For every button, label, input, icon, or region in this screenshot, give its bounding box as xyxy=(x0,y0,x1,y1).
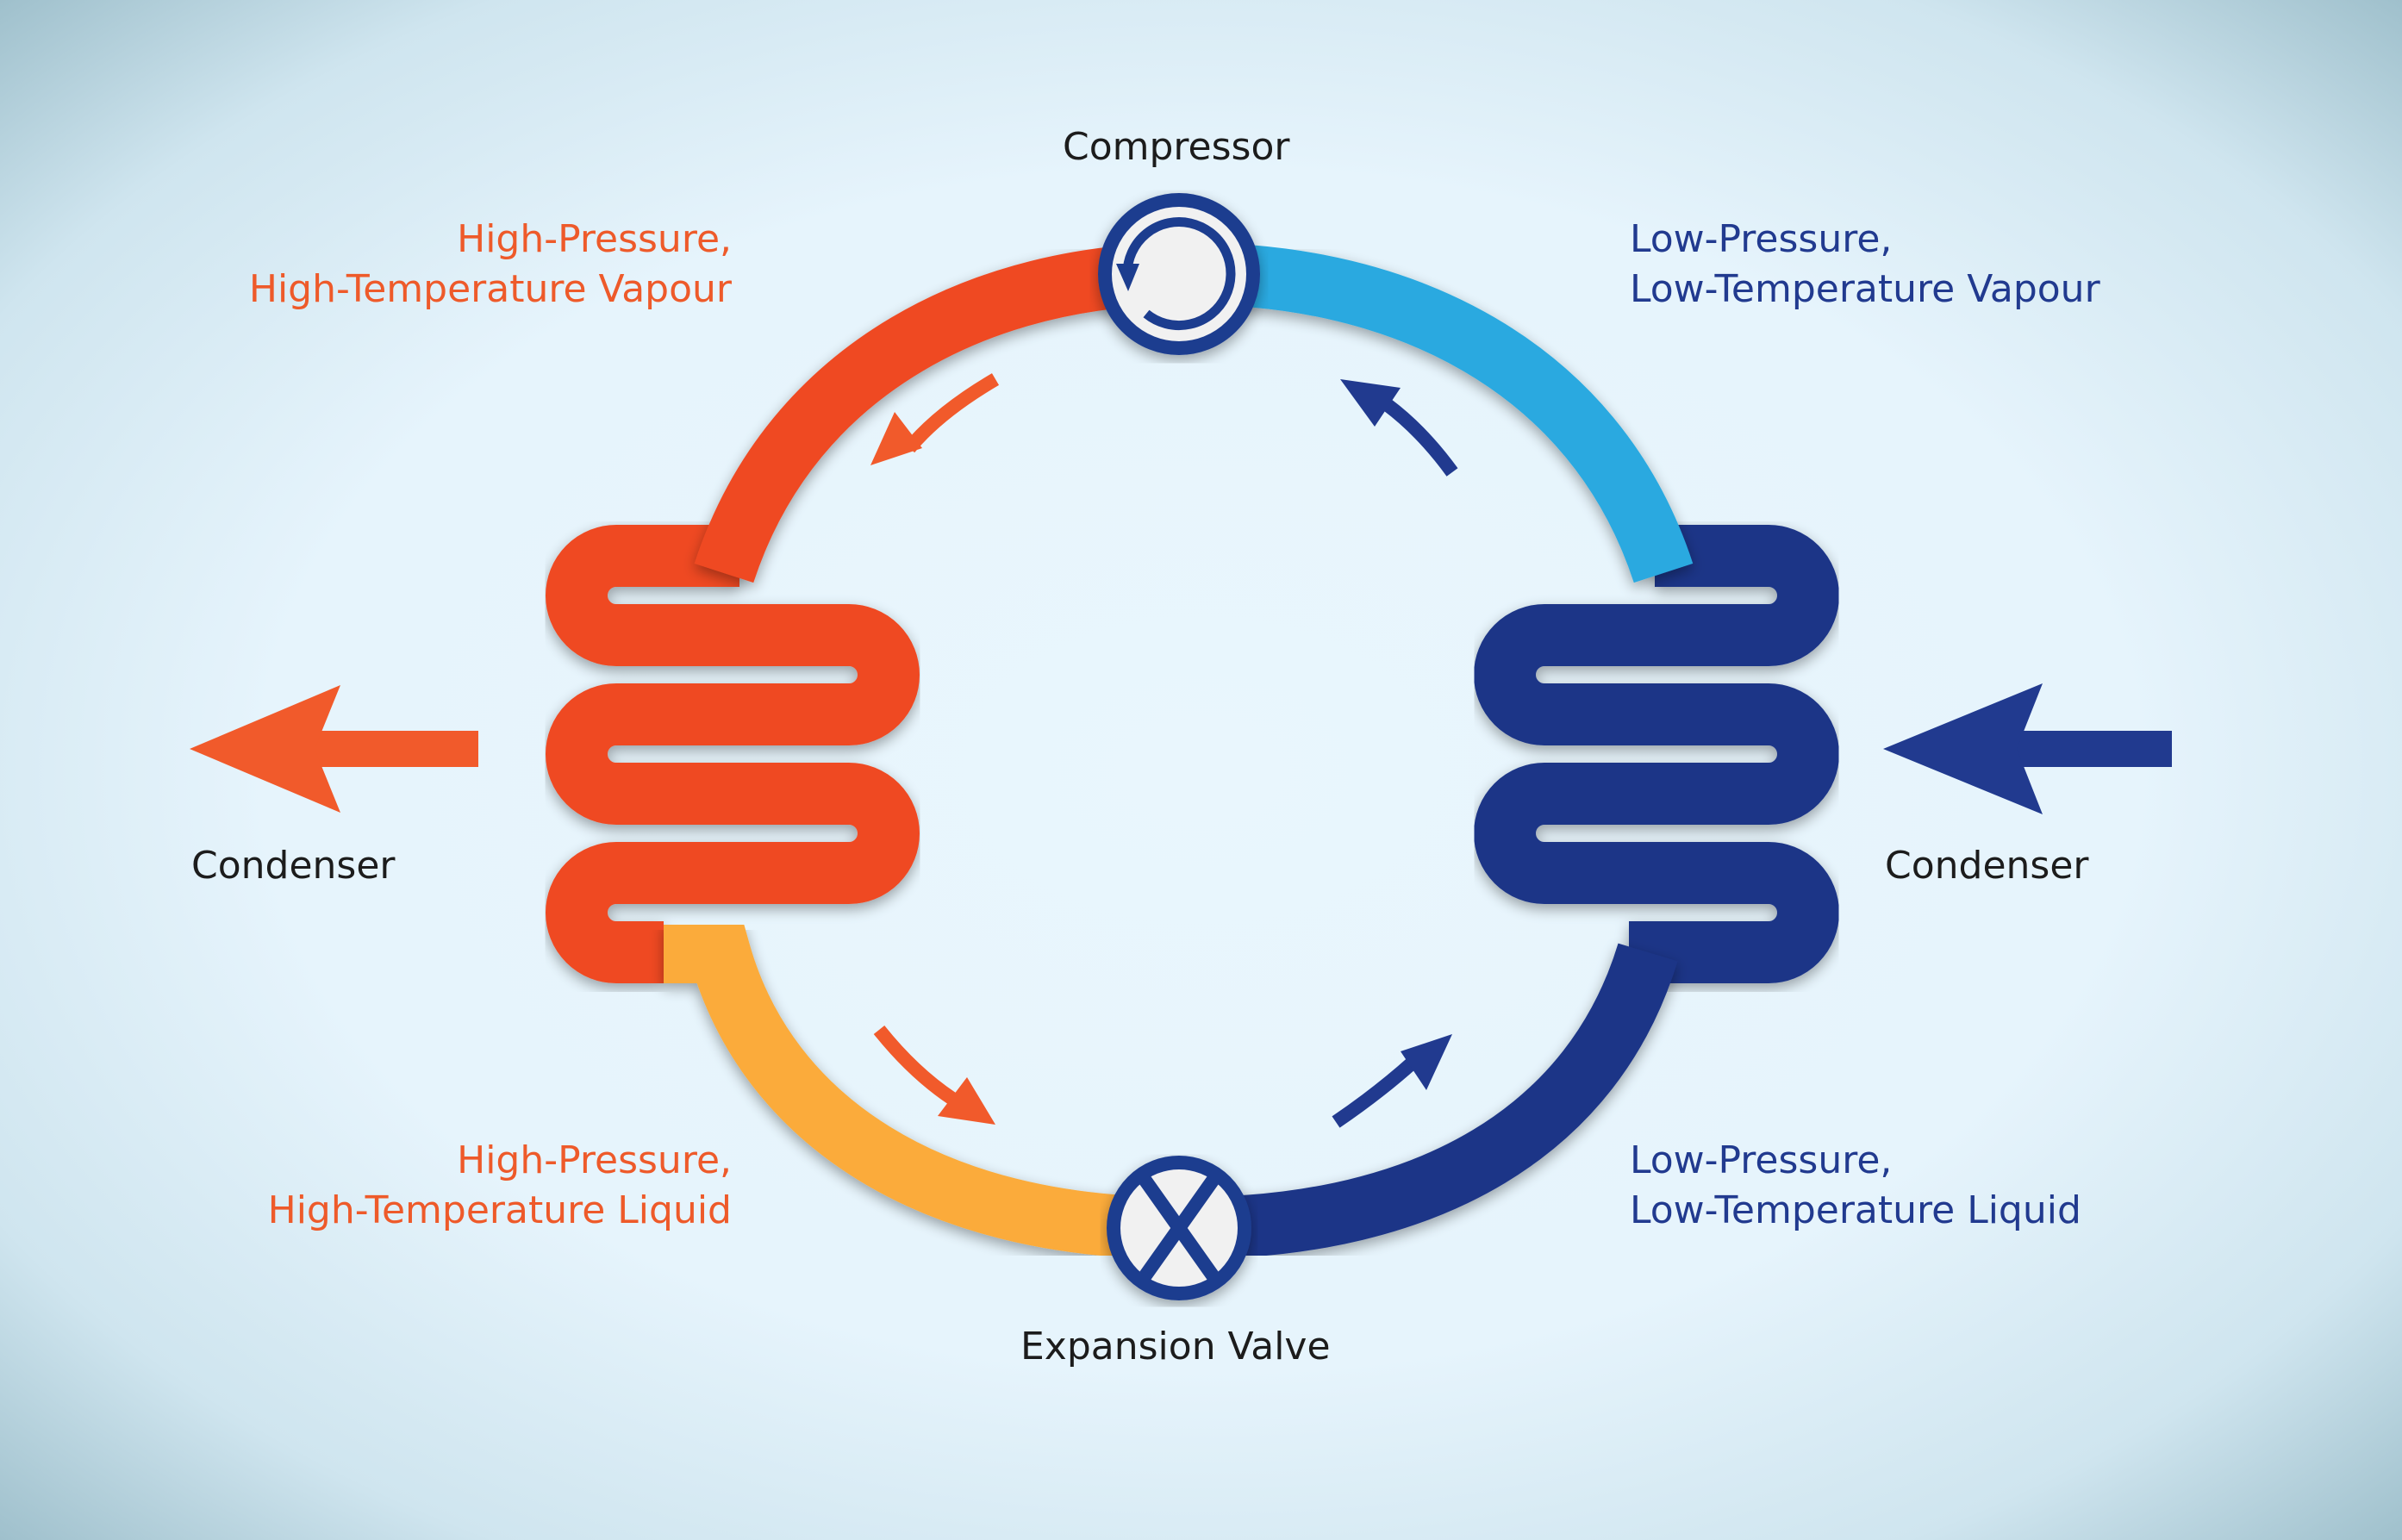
flow-arrow-cold-top xyxy=(1340,379,1458,477)
label-line: Low-Temperature Vapour xyxy=(1630,267,2100,311)
label-line: High-Temperature Liquid xyxy=(267,1188,732,1232)
label-line: High-Pressure, xyxy=(457,1138,732,1182)
flow-arrow-hot-bottom xyxy=(873,1026,995,1125)
pipe-hot-vapour xyxy=(694,243,1180,583)
right-coil-cold xyxy=(1474,525,1839,983)
label-lp-lt-liquid: Low-Pressure, Low-Temperature Liquid xyxy=(1630,1136,2081,1236)
pipe-cold-vapour xyxy=(1197,243,1694,583)
pipe-hot-liquid xyxy=(664,921,1177,1259)
pipe-cold-liquid xyxy=(1189,943,1678,1259)
left-coil-hot-vapour xyxy=(546,525,920,983)
label-line: High-Temperature Vapour xyxy=(248,267,732,311)
expansion-valve xyxy=(1107,1156,1251,1300)
condenser-right-label: Condenser xyxy=(1885,844,2089,888)
compressor xyxy=(1098,193,1260,355)
heat-in-arrow xyxy=(1883,683,2172,814)
label-lp-lt-vapour: Low-Pressure, Low-Temperature Vapour xyxy=(1630,215,2100,315)
label-hp-ht-vapour: High-Pressure, High-Temperature Vapour xyxy=(249,215,732,315)
label-line: Low-Pressure, xyxy=(1630,217,1893,261)
label-line: Low-Temperature Liquid xyxy=(1630,1188,2081,1232)
x-cross-icon xyxy=(1133,1168,1225,1288)
label-line: Low-Pressure, xyxy=(1630,1138,1893,1182)
circular-arrow-icon xyxy=(1116,217,1236,330)
flow-arrow-hot-top xyxy=(870,373,1000,465)
condenser-left-label: Condenser xyxy=(191,844,396,888)
heat-out-arrow xyxy=(190,685,478,813)
expansion-valve-label: Expansion Valve xyxy=(1020,1325,1331,1369)
label-line: High-Pressure, xyxy=(457,217,732,261)
compressor-label: Compressor xyxy=(1063,125,1290,169)
flow-arrow-cold-bottom xyxy=(1332,1034,1452,1128)
label-hp-ht-liquid: High-Pressure, High-Temperature Liquid xyxy=(268,1136,732,1236)
